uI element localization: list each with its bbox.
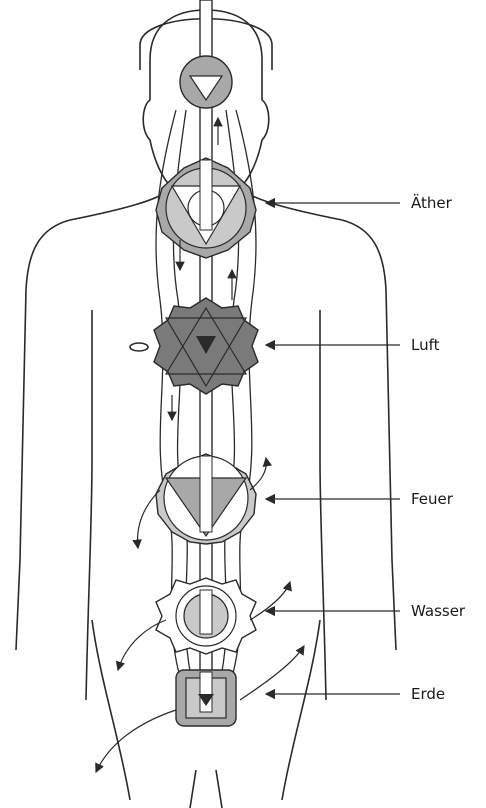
chakra-brow xyxy=(180,56,232,108)
label-earth: Erde xyxy=(411,685,445,703)
label-air: Luft xyxy=(411,336,440,354)
label-pointers xyxy=(266,203,400,694)
chakra-fire xyxy=(156,454,256,544)
label-fire: Feuer xyxy=(411,490,453,508)
label-aether: Äther xyxy=(411,194,452,212)
chakra-aether xyxy=(156,158,256,258)
chakra-earth xyxy=(176,670,236,726)
label-water: Wasser xyxy=(411,602,465,620)
chakra-air xyxy=(154,298,258,394)
